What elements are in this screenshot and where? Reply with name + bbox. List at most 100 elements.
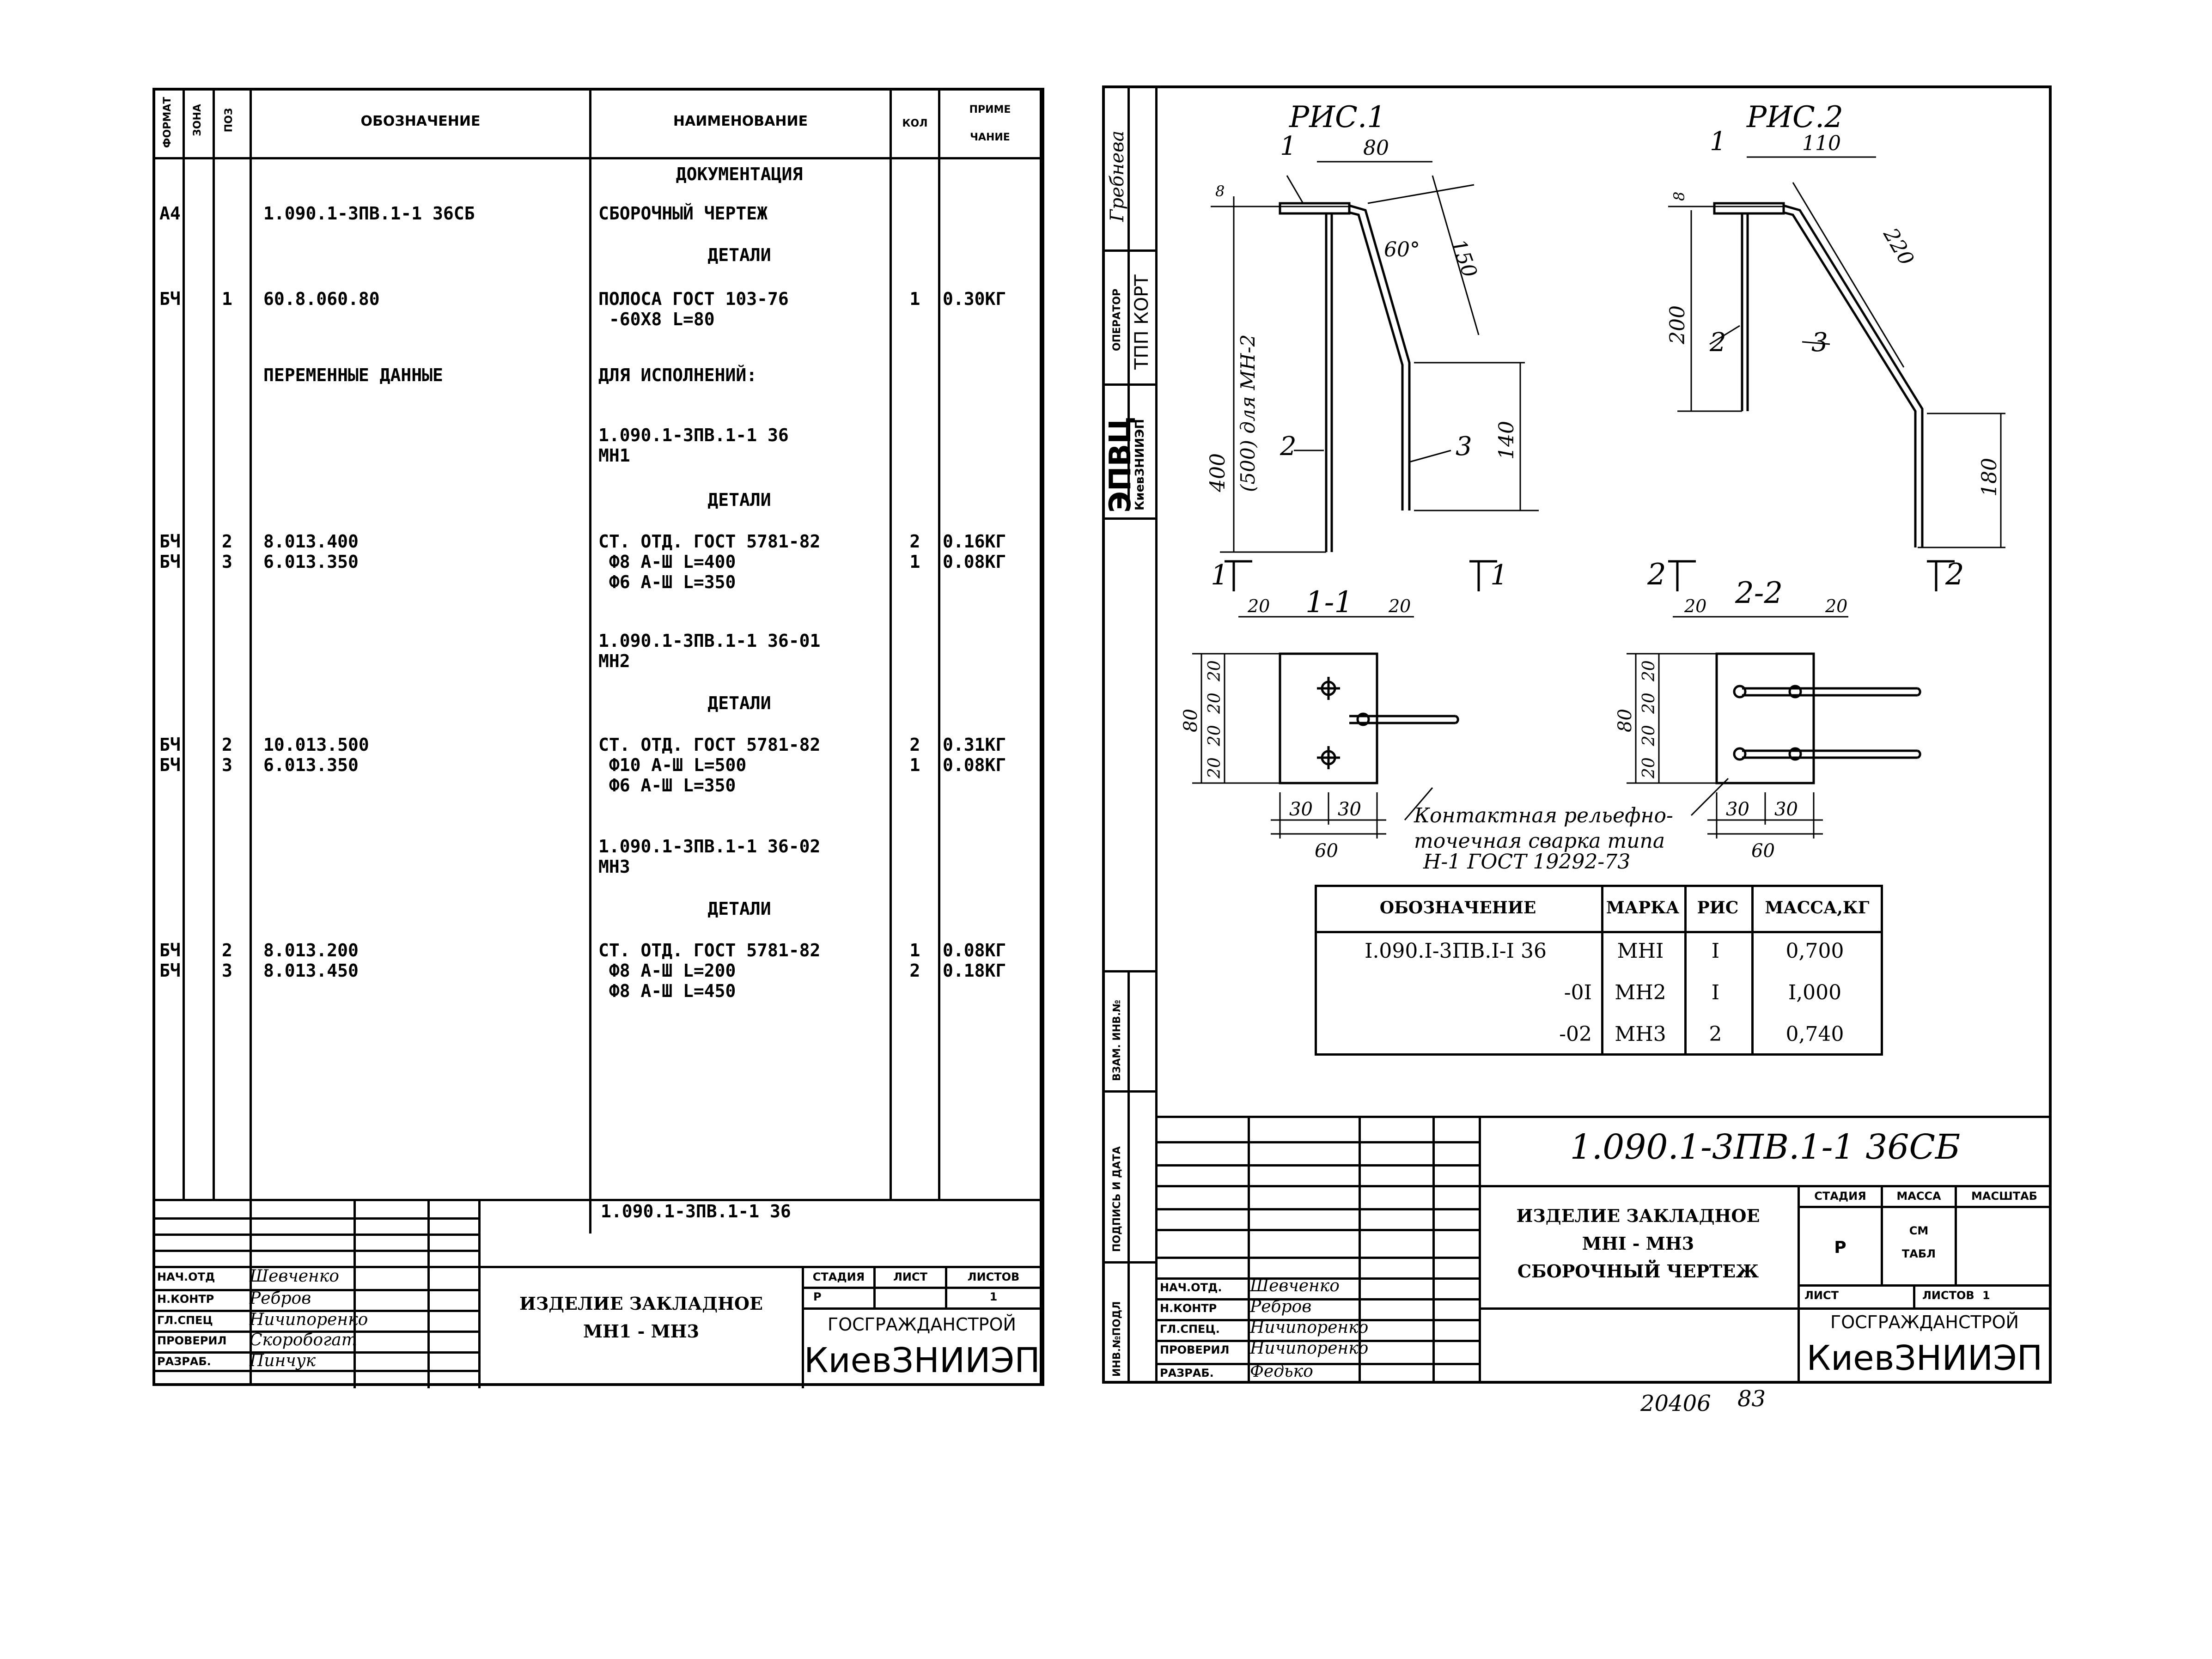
cut-mark-1-left: 1 xyxy=(1211,559,1228,591)
lt-line-9 xyxy=(152,1370,481,1372)
fig1-title: РИС.1 xyxy=(1289,100,1386,134)
fig2-title: РИС.2 xyxy=(1746,100,1843,134)
sec1-dim-20a: 20 xyxy=(1247,596,1270,616)
fig2-dim-8: 8 xyxy=(1670,192,1688,201)
right-title-line3: СБОРОЧНЫЙ ЧЕРТЕЖ xyxy=(1517,1261,1759,1282)
mass-table-header: РИС xyxy=(1697,898,1739,918)
strip-label-2: ИНВ.№ПОДЛ xyxy=(1111,1301,1123,1377)
fig2-part-3: 3 xyxy=(1811,328,1828,358)
mass-table-cell: МНI xyxy=(1617,939,1664,963)
sig-name: Шевченко xyxy=(1250,1276,1340,1295)
fig2-part-1: 1 xyxy=(1710,127,1726,157)
sec1-dim-30b: 30 xyxy=(1338,799,1361,820)
left-sheets-label: ЛИСТОВ xyxy=(967,1270,1020,1283)
sec2-dim-30a: 30 xyxy=(1726,799,1749,820)
rt-line-sig-6 xyxy=(1155,1257,1479,1259)
header-zone: ЗОНА xyxy=(192,104,203,136)
sec2-dim-20f: 20 xyxy=(1639,757,1658,779)
sig-role: РАЗРАБ. xyxy=(1160,1367,1214,1379)
left-stage-label: СТАДИЯ xyxy=(812,1270,865,1283)
rt-line-sheet xyxy=(1798,1284,2052,1287)
spec-pos: 2 3 xyxy=(222,940,232,981)
mass-table-cell: -02 xyxy=(1559,1022,1592,1046)
header-pos: ПОЗ xyxy=(223,108,235,133)
spec-designation: ПЕРЕМЕННЫЕ ДАННЫЕ xyxy=(263,365,443,385)
sec1-title: 1-1 xyxy=(1305,585,1353,620)
sec1-dim-20b: 20 xyxy=(1388,596,1411,616)
sec2-dim-80: 80 xyxy=(1615,709,1636,732)
spec-designation: 60.8.060.80 xyxy=(263,289,380,309)
lt-vline-c xyxy=(478,1199,481,1388)
left-stage-value: Р xyxy=(813,1290,822,1303)
mass-table-col-line xyxy=(1601,885,1603,1056)
left-sheet xyxy=(152,88,1044,1386)
strip-hline-1 xyxy=(1102,249,1155,252)
header-name: НАИМЕНОВАНИЕ xyxy=(673,113,808,129)
spec-format: БЧ xyxy=(159,289,181,309)
spec-designation: 1.090.1-3ПВ.1-1 36СБ xyxy=(263,203,475,224)
strip-operator-label: ОПЕРАТОР xyxy=(1111,288,1123,351)
fig2-dim-200: 200 xyxy=(1666,305,1689,345)
rt-line-sig-3 xyxy=(1155,1185,1479,1187)
left-col-line-1 xyxy=(183,88,185,1201)
spec-name: 1.090.1-3ПВ.1-1 36-02 МН3 xyxy=(598,836,821,877)
sec2-dim-20b: 20 xyxy=(1825,596,1847,616)
sec2-dim-30b: 30 xyxy=(1774,799,1798,820)
mass-table-col-line xyxy=(1751,885,1754,1056)
spec-name: ДЕТАЛИ xyxy=(707,490,771,510)
sig-role: Н.КОНТР xyxy=(1160,1302,1217,1315)
strip-operator: ТПП КОРТ xyxy=(1131,274,1152,370)
right-scale-label: МАСШТАБ xyxy=(1971,1190,2037,1203)
spec-name: ДОКУМЕНТАЦИЯ xyxy=(676,164,803,184)
header-designation: ОБОЗНАЧЕНИЕ xyxy=(360,113,481,129)
footer-number-1: 20406 xyxy=(1640,1391,1711,1416)
left-org-line2: КиевЗНИИЭП xyxy=(804,1341,1040,1380)
sec1-dim-80: 80 xyxy=(1180,709,1201,732)
sec1-dim-20c: 20 xyxy=(1205,660,1224,682)
strip-org-short: ЭПВЦ xyxy=(1103,416,1138,513)
rt-line-code xyxy=(1479,1185,2052,1187)
right-doc-code: 1.090.1-3ПВ.1-1 36СБ xyxy=(1570,1127,1961,1167)
lt-vline-d xyxy=(802,1266,804,1388)
rt-line-sig-1 xyxy=(1155,1141,1479,1143)
strip-vline xyxy=(1127,85,1130,501)
sec1-dim-20e: 20 xyxy=(1205,725,1224,747)
right-sheets-value: 1 xyxy=(1982,1289,1990,1302)
sig-role: Н.КОНТР xyxy=(157,1293,214,1306)
rt-vline-f xyxy=(1881,1185,1883,1284)
lt-vline-f xyxy=(945,1266,947,1307)
rt-line-sig-10 xyxy=(1155,1340,1479,1342)
fig1-dim-8: 8 xyxy=(1215,182,1225,200)
mass-table-cell: I,000 xyxy=(1788,981,1842,1004)
mass-table-cell: 2 xyxy=(1709,1022,1722,1046)
rt-line-sig-4 xyxy=(1155,1208,1479,1210)
spec-note: 0.31КГ 0.08КГ xyxy=(943,735,1006,775)
left-org-line1: ГОСГРАЖДАНСТРОЙ xyxy=(828,1314,1016,1335)
right-title-line2: МНI - МН3 xyxy=(1582,1233,1694,1254)
spec-pos: 2 3 xyxy=(222,735,232,775)
footer-number-2: 83 xyxy=(1737,1386,1766,1412)
strip-name-sign: Гребнева xyxy=(1107,130,1128,222)
sec2-dim-20d: 20 xyxy=(1639,693,1658,714)
fig1-dim-80: 80 xyxy=(1363,136,1389,160)
lt-line-top xyxy=(152,1199,1044,1201)
fig1-dim-500: (500) для МН-2 xyxy=(1237,334,1259,492)
right-stage-value: Р xyxy=(1834,1238,1846,1257)
mass-table-cell: 0,740 xyxy=(1785,1022,1844,1046)
spec-format: БЧ БЧ xyxy=(159,531,181,572)
mass-table-header: ОБОЗНАЧЕНИЕ xyxy=(1379,898,1536,918)
right-mass-label: МАССА xyxy=(1896,1190,1941,1203)
left-title-line2: МН1 - МН3 xyxy=(583,1321,700,1342)
lt-line-5 xyxy=(152,1289,481,1291)
mass-table-cell: МН2 xyxy=(1615,981,1666,1004)
spec-name: ДЕТАЛИ xyxy=(707,899,771,919)
mass-table-header: МАРКА xyxy=(1606,898,1680,918)
header-note-2: ЧАНИЕ xyxy=(970,132,1010,143)
spec-qty: 2 1 xyxy=(909,531,920,572)
rt-vline-a xyxy=(1248,1116,1250,1384)
sig-name: Ребров xyxy=(1250,1297,1312,1316)
spec-format: БЧ БЧ xyxy=(159,735,181,775)
fig2-part-2: 2 xyxy=(1709,328,1726,358)
sec1-dim-60: 60 xyxy=(1315,840,1338,862)
fig2-dim-110: 110 xyxy=(1802,132,1841,155)
